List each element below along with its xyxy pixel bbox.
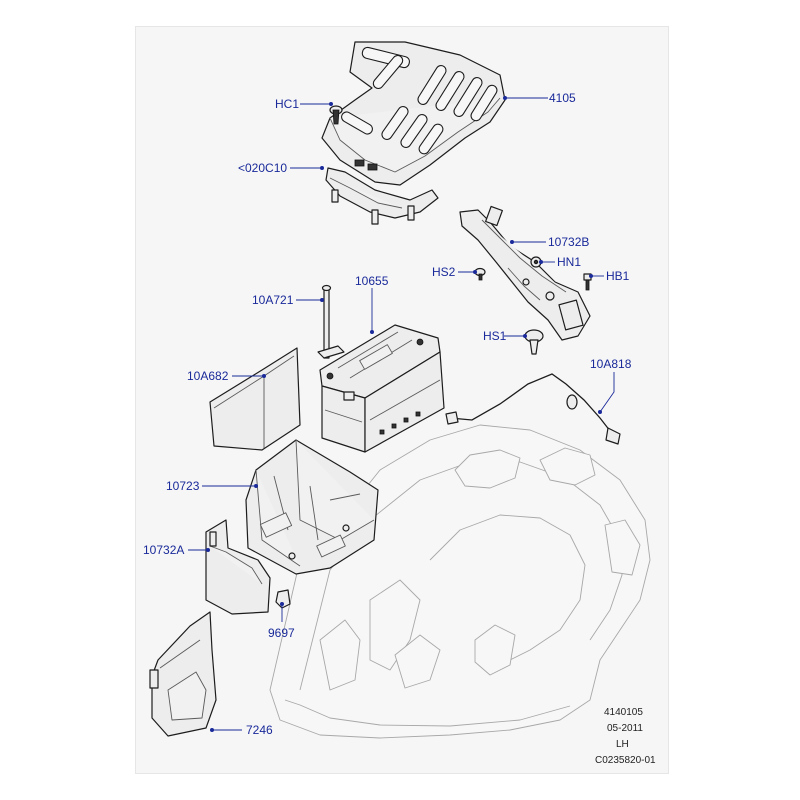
callout-hn1: HN1	[557, 255, 582, 269]
clip-hc1	[329, 105, 343, 125]
callout-020c10: <020C10	[238, 161, 288, 175]
callout-10723: 10723	[166, 479, 200, 493]
bracket-10732b	[459, 205, 591, 341]
revision-date: 05-2011	[607, 723, 643, 734]
callout-4105: 4105	[549, 91, 576, 105]
callout-7246: 7246	[246, 723, 273, 737]
battery-cover	[321, 41, 506, 186]
callout-10732b: 10732B	[548, 235, 590, 249]
screw-hs2	[474, 267, 486, 281]
callout-10a682: 10A682	[187, 369, 229, 383]
callout-hb1: HB1	[606, 269, 630, 283]
callout-10a818: 10A818	[590, 357, 632, 371]
illustration-code: C0235820-01	[595, 755, 656, 766]
cover-lower-frame	[325, 167, 439, 225]
lower-cover-panel	[149, 611, 217, 737]
vehicle-side: LH	[616, 739, 629, 750]
callout-hs2: HS2	[432, 265, 456, 279]
battery-cable	[445, 373, 621, 445]
reference-number: 4140105	[604, 707, 643, 718]
battery-tray	[245, 439, 379, 575]
callout-hs1: HS1	[483, 329, 507, 343]
screw-hs1	[524, 329, 544, 355]
callout-10732a: 10732A	[143, 543, 185, 557]
bracket-10732a	[205, 519, 271, 615]
callout-9697: 9697	[268, 626, 295, 640]
callout-10655: 10655	[355, 274, 389, 288]
grommet	[275, 589, 291, 609]
callout-hc1: HC1	[275, 97, 300, 111]
hold-down-rod	[317, 284, 345, 359]
battery	[319, 324, 445, 453]
callout-10a721: 10A721	[252, 293, 294, 307]
nut-hn1	[530, 256, 542, 268]
leader-lines	[188, 96, 615, 732]
insulation-pad	[209, 347, 301, 451]
